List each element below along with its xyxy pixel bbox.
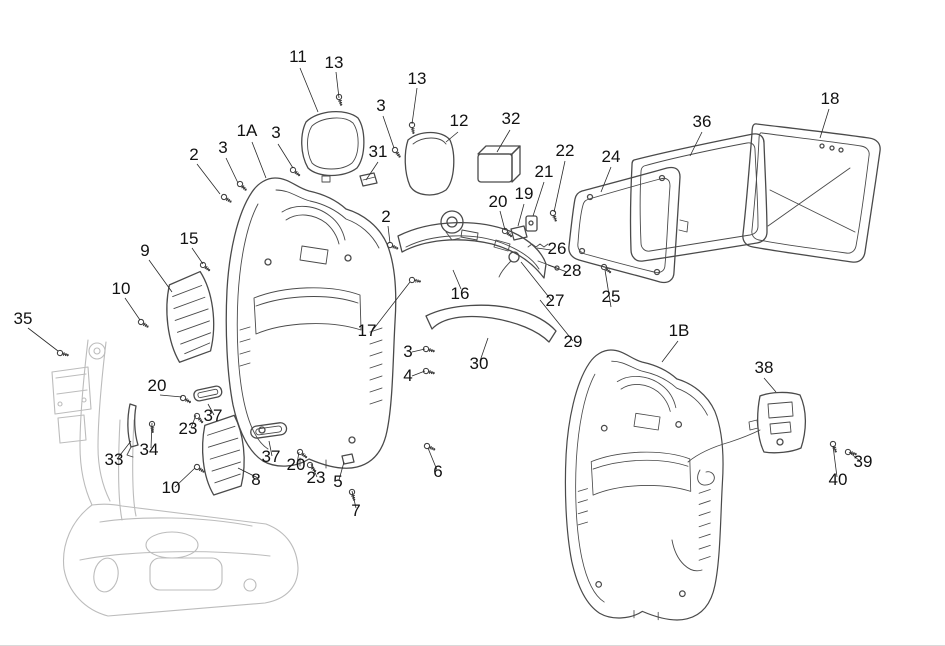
callout-4: 4 <box>403 366 412 385</box>
callout-23-b: 23 <box>307 468 326 487</box>
callout-9: 9 <box>140 241 149 260</box>
callout-3-c: 3 <box>218 138 227 157</box>
callout-12: 12 <box>450 111 469 130</box>
callout-16: 16 <box>451 284 470 303</box>
callout-28: 28 <box>563 261 582 280</box>
callout-32: 32 <box>502 109 521 128</box>
screw <box>178 393 193 406</box>
screw <box>288 165 303 179</box>
callout-10-b: 10 <box>162 478 181 497</box>
screw <box>148 420 156 434</box>
clip-5 <box>341 453 355 465</box>
screw <box>408 276 422 285</box>
callout-5: 5 <box>333 472 342 491</box>
callout-35: 35 <box>14 309 33 328</box>
callout-27: 27 <box>546 291 565 310</box>
trim-bar-16 <box>397 221 547 279</box>
screw <box>198 260 213 274</box>
callout-8: 8 <box>251 470 260 489</box>
callout-36: 36 <box>693 112 712 131</box>
callout-18: 18 <box>821 89 840 108</box>
callout-31: 31 <box>369 142 388 161</box>
callout-26: 26 <box>548 239 567 258</box>
callout-40: 40 <box>829 470 848 489</box>
device-38 <box>748 391 807 454</box>
callout-29: 29 <box>564 332 583 351</box>
callout-38: 38 <box>755 358 774 377</box>
callout-19: 19 <box>515 184 534 203</box>
screw <box>219 192 234 205</box>
callout-39: 39 <box>854 452 873 471</box>
leader-lines <box>27 67 861 509</box>
screw <box>422 345 436 355</box>
striker-plate-lower-37 <box>250 422 288 439</box>
striker-plate-upper-37 <box>193 385 223 402</box>
screw <box>422 441 437 453</box>
callout-3-d: 3 <box>403 342 412 361</box>
screw <box>235 179 249 193</box>
callout-30: 30 <box>470 354 489 373</box>
callout-20-a: 20 <box>489 192 508 211</box>
callout-20-b: 20 <box>148 376 167 395</box>
screw <box>136 317 151 330</box>
glovebox-panel-1b <box>564 349 724 621</box>
scooter-frame <box>51 339 299 617</box>
backrest-panel-24 <box>568 166 689 284</box>
callout-11: 11 <box>289 47 307 66</box>
screw <box>390 145 403 160</box>
callout-13-a: 13 <box>325 53 344 72</box>
callout-21: 21 <box>535 162 554 181</box>
callout-2-b: 2 <box>381 207 390 226</box>
callout-23-a: 23 <box>179 419 198 438</box>
side-panel-12 <box>404 131 455 196</box>
screw <box>408 121 417 135</box>
wiring-harness <box>671 429 761 572</box>
clip-31 <box>359 172 378 187</box>
callout-6: 6 <box>433 462 442 481</box>
screw <box>56 349 70 359</box>
callout-2-a: 2 <box>189 145 198 164</box>
latch-hardware-cluster <box>498 215 560 278</box>
glovebox-panel-1a <box>225 177 397 469</box>
callout-37-b: 37 <box>262 447 281 466</box>
top-cover-11 <box>301 111 365 183</box>
vent-grille-upper <box>166 270 215 363</box>
callout-1b: 1B <box>669 321 690 340</box>
callout-3-a: 3 <box>376 96 385 115</box>
callout-13-b: 13 <box>408 69 427 88</box>
part-callouts: 11 13 13 3 12 32 1A 3 31 2 3 22 24 36 18… <box>14 47 873 520</box>
callout-20-c: 20 <box>287 455 306 474</box>
box-32 <box>477 145 521 183</box>
screw <box>335 93 345 107</box>
seal-frame-36 <box>629 133 768 262</box>
callout-15: 15 <box>180 229 199 248</box>
screw <box>422 367 436 377</box>
lower-strip-30 <box>425 304 557 343</box>
callout-17: 17 <box>358 321 377 340</box>
callout-1a: 1A <box>237 121 258 140</box>
callout-24: 24 <box>602 147 621 166</box>
callout-34: 34 <box>140 440 159 459</box>
bracket-strip-33 <box>126 403 139 458</box>
vent-grille-lower <box>201 414 245 496</box>
callout-25: 25 <box>602 287 621 306</box>
callout-33: 33 <box>105 450 124 469</box>
seal-frame-18 <box>742 123 881 263</box>
callout-10-a: 10 <box>112 279 131 298</box>
callout-3-b: 3 <box>271 123 280 142</box>
callout-7: 7 <box>351 501 360 520</box>
callout-37-a: 37 <box>204 406 223 425</box>
callout-22: 22 <box>556 141 575 160</box>
